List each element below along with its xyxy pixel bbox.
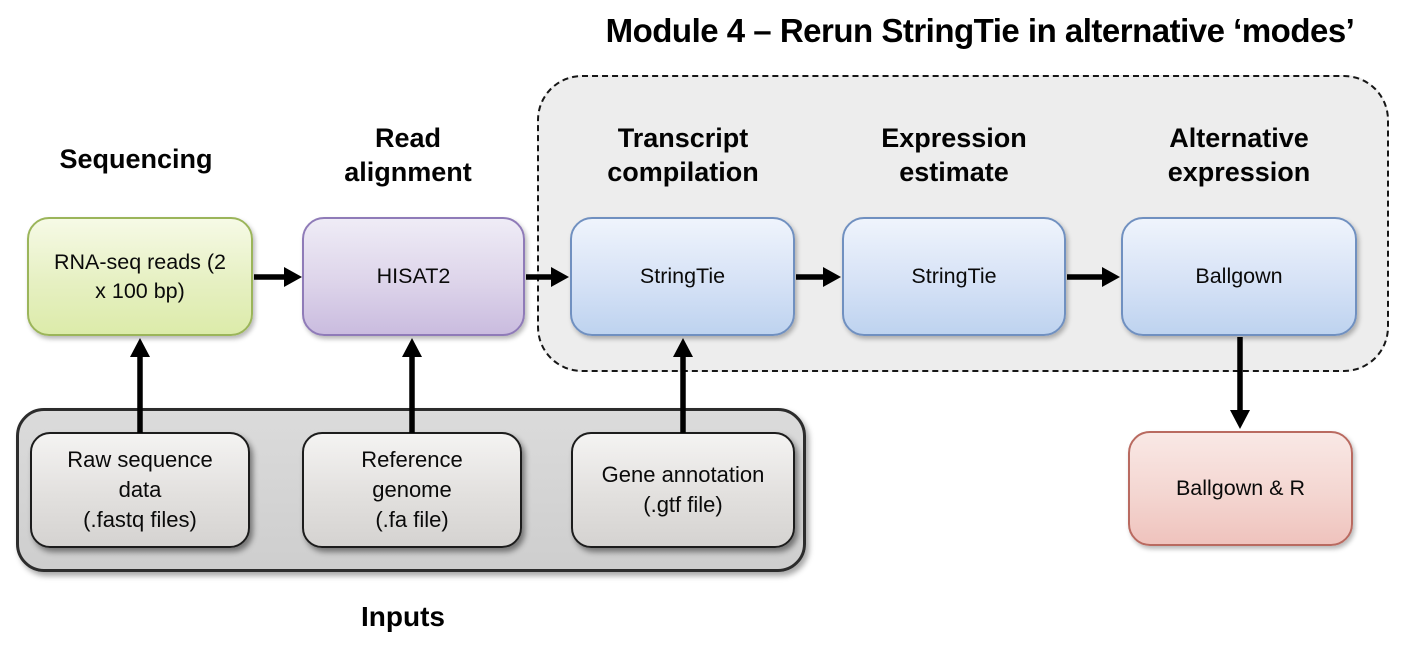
node-ballgown-label: Ballgown (1195, 264, 1283, 288)
node-hisat2-label: HISAT2 (376, 264, 451, 288)
node-hisat2: HISAT2 (302, 217, 525, 336)
node-rna-seq-reads-label: RNA-seq reads (2 x 100 bp) (53, 249, 227, 303)
node-raw-sequence-data-label: Raw sequence data (.fastq files) (67, 447, 213, 532)
stage-header-alternative-expression: Alternative expression (1167, 123, 1311, 187)
inputs-group-label: Inputs (361, 601, 445, 632)
node-ballgown-r: Ballgown & R (1128, 431, 1353, 546)
node-reference-genome-label: Reference genome (.fa file) (361, 447, 463, 532)
diagram-title: Module 4 – Rerun StringTie in alternativ… (605, 12, 1355, 49)
node-ballgown: Ballgown (1121, 217, 1357, 336)
arrow-rnaseq-to-hisat2 (254, 267, 302, 287)
node-stringtie-estimate: StringTie (842, 217, 1066, 336)
stage-header-transcript-compilation: Transcript compilation (607, 123, 759, 187)
node-stringtie-compilation: StringTie (570, 217, 795, 336)
stage-header-sequencing: Sequencing (59, 144, 213, 174)
node-gene-annotation-label: Gene annotation (.gtf file) (601, 462, 765, 517)
stage-header-read-alignment: Read alignment (344, 123, 472, 187)
node-raw-sequence-data: Raw sequence data (.fastq files) (30, 432, 250, 548)
node-gene-annotation: Gene annotation (.gtf file) (571, 432, 795, 548)
node-stringtie-estimate-label: StringTie (911, 264, 997, 288)
node-rna-seq-reads: RNA-seq reads (2 x 100 bp) (27, 217, 253, 336)
node-ballgown-r-label: Ballgown & R (1175, 476, 1306, 500)
node-stringtie-compilation-label: StringTie (639, 264, 726, 288)
node-reference-genome: Reference genome (.fa file) (302, 432, 522, 548)
stage-header-expression-estimate: Expression estimate (881, 123, 1027, 187)
